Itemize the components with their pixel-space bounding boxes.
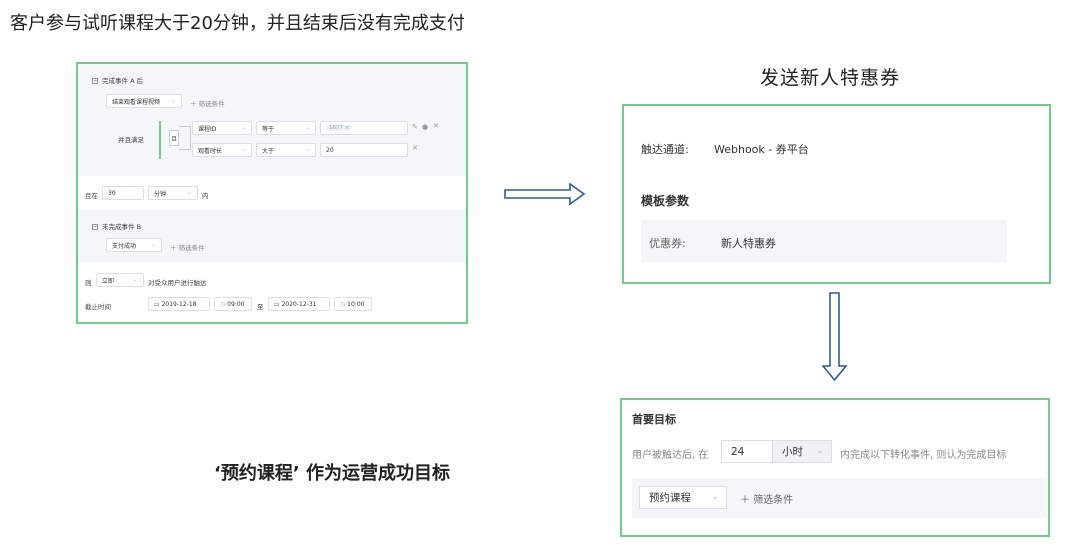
calendar-icon: ▭	[274, 300, 282, 308]
to-label: 至	[257, 303, 264, 311]
goal-desc-suffix: 内完成以下转化事件, 则认为完成目标	[840, 450, 1007, 461]
then-prefix: 则	[85, 279, 92, 287]
start-time-picker[interactable]: ◷ 09:00	[214, 297, 252, 311]
chevron-down-icon: ⌄	[150, 241, 156, 248]
delete-icon[interactable]: ✕	[433, 122, 439, 130]
plus-icon: ＋	[170, 244, 179, 252]
condition-1-field[interactable]: 课程ID⌄	[192, 121, 252, 135]
template-title: 模板参数	[641, 194, 690, 208]
deadline-label: 截止时间	[85, 303, 111, 311]
delete-icon[interactable]: ✕	[412, 144, 418, 152]
goal-note: ‘预约课程’ 作为运营成功目标	[214, 463, 450, 484]
timing-select[interactable]: 立即⌄	[96, 273, 144, 287]
goal-add-filter[interactable]: ＋ 筛选条件	[740, 495, 794, 506]
help-icon[interactable]: ●	[422, 123, 429, 131]
chevron-down-icon: ⌄	[132, 276, 138, 283]
goal-event-select[interactable]: 预约课程⌄	[639, 486, 727, 509]
event-b-section: −未完成事件 B 支付成功⌄ ＋ 筛选条件	[78, 210, 466, 262]
chevron-down-icon: ⌄	[711, 492, 719, 502]
collapse-icon[interactable]: −	[92, 78, 98, 84]
chevron-down-icon: ⌄	[240, 124, 246, 131]
hours-unit-select[interactable]: 小时⌄	[772, 440, 832, 463]
hours-input[interactable]: 24	[721, 440, 773, 463]
and-tag: 且	[169, 130, 179, 146]
event-b-select[interactable]: 支付成功⌄	[106, 238, 162, 252]
chevron-down-icon: ⌄	[240, 146, 246, 153]
within-value-input[interactable]: 30	[102, 186, 144, 200]
clock-icon: ◷	[340, 300, 348, 308]
template-params-section: 优惠券: 新人特惠券	[641, 220, 1007, 262]
chevron-down-icon: ⌄	[186, 189, 192, 196]
chevron-down-icon: ⌄	[304, 146, 310, 153]
chevron-down-icon: ⌄	[816, 446, 824, 456]
goal-event-section: 预约课程⌄ ＋ 筛选条件	[632, 478, 1046, 518]
right-arrow-icon	[504, 183, 586, 205]
condition-2-value[interactable]: 20	[320, 143, 408, 157]
chevron-down-icon: ⌄	[304, 124, 310, 131]
then-text: 对受众用户进行触达	[148, 279, 207, 287]
condition-1-operator[interactable]: 等于⌄	[256, 121, 316, 135]
event-a-add-filter[interactable]: ＋ 筛选条件	[190, 100, 225, 108]
condition-1-value[interactable]: 1677 ×	[320, 121, 408, 135]
collapse-icon[interactable]: −	[92, 224, 98, 230]
coupon-title: 发送新人特惠券	[760, 67, 901, 89]
channel-label: 触达通道:	[641, 143, 689, 156]
event-a-select[interactable]: 结束观看课程视频⌄	[106, 94, 182, 108]
coupon-value: 新人特惠券	[721, 237, 776, 250]
chevron-down-icon: ⌄	[170, 97, 176, 104]
edit-icon[interactable]: ✎	[412, 123, 418, 131]
page-headline: 客户参与试听课程大于20分钟，并且结束后没有完成支付	[10, 13, 465, 34]
condition-2-operator[interactable]: 大于⌄	[256, 143, 316, 157]
event-a-section: −完成事件 A 后 结束观看课程视频⌄ ＋ 筛选条件 并且满足 且 课程ID⌄ …	[78, 64, 466, 176]
end-date-picker[interactable]: ▭ 2020-12-31	[268, 297, 330, 311]
plus-icon: ＋	[190, 100, 199, 108]
goal-panel: 首要目标 用户被触达后, 在 24 小时⌄ 内完成以下转化事件, 则认为完成目标…	[620, 398, 1050, 537]
start-date-picker[interactable]: ▭ 2019-12-18	[148, 297, 210, 311]
event-a-title: −完成事件 A 后	[92, 77, 144, 85]
coupon-label: 优惠券:	[649, 237, 686, 250]
value-tag: 1677 ×	[326, 125, 353, 131]
event-b-title: −未完成事件 B	[92, 223, 142, 231]
calendar-icon: ▭	[154, 300, 162, 308]
end-time-picker[interactable]: ◷ 10:00	[334, 297, 372, 311]
condition-2-field[interactable]: 观看时长⌄	[192, 143, 252, 157]
within-unit-select[interactable]: 分钟⌄	[148, 186, 198, 200]
down-arrow-icon	[822, 292, 848, 382]
and-satisfy-label: 并且满足	[118, 136, 144, 144]
goal-desc-prefix: 用户被触达后, 在	[632, 450, 709, 461]
channel-value: Webhook - 券平台	[714, 143, 809, 156]
tag-close-icon[interactable]: ×	[344, 125, 350, 131]
condition-group-bar	[159, 121, 161, 159]
within-prefix: 且在	[85, 192, 98, 200]
goal-title: 首要目标	[632, 413, 676, 426]
within-suffix: 内	[202, 192, 209, 200]
plus-icon: ＋	[740, 495, 754, 506]
coupon-panel: 触达通道: Webhook - 券平台 模板参数 优惠券: 新人特惠券	[622, 104, 1051, 284]
trigger-flow-panel: −完成事件 A 后 结束观看课程视频⌄ ＋ 筛选条件 并且满足 且 课程ID⌄ …	[76, 62, 468, 324]
event-b-add-filter[interactable]: ＋ 筛选条件	[170, 244, 205, 252]
condition-bracket	[179, 126, 191, 150]
clock-icon: ◷	[220, 300, 228, 308]
